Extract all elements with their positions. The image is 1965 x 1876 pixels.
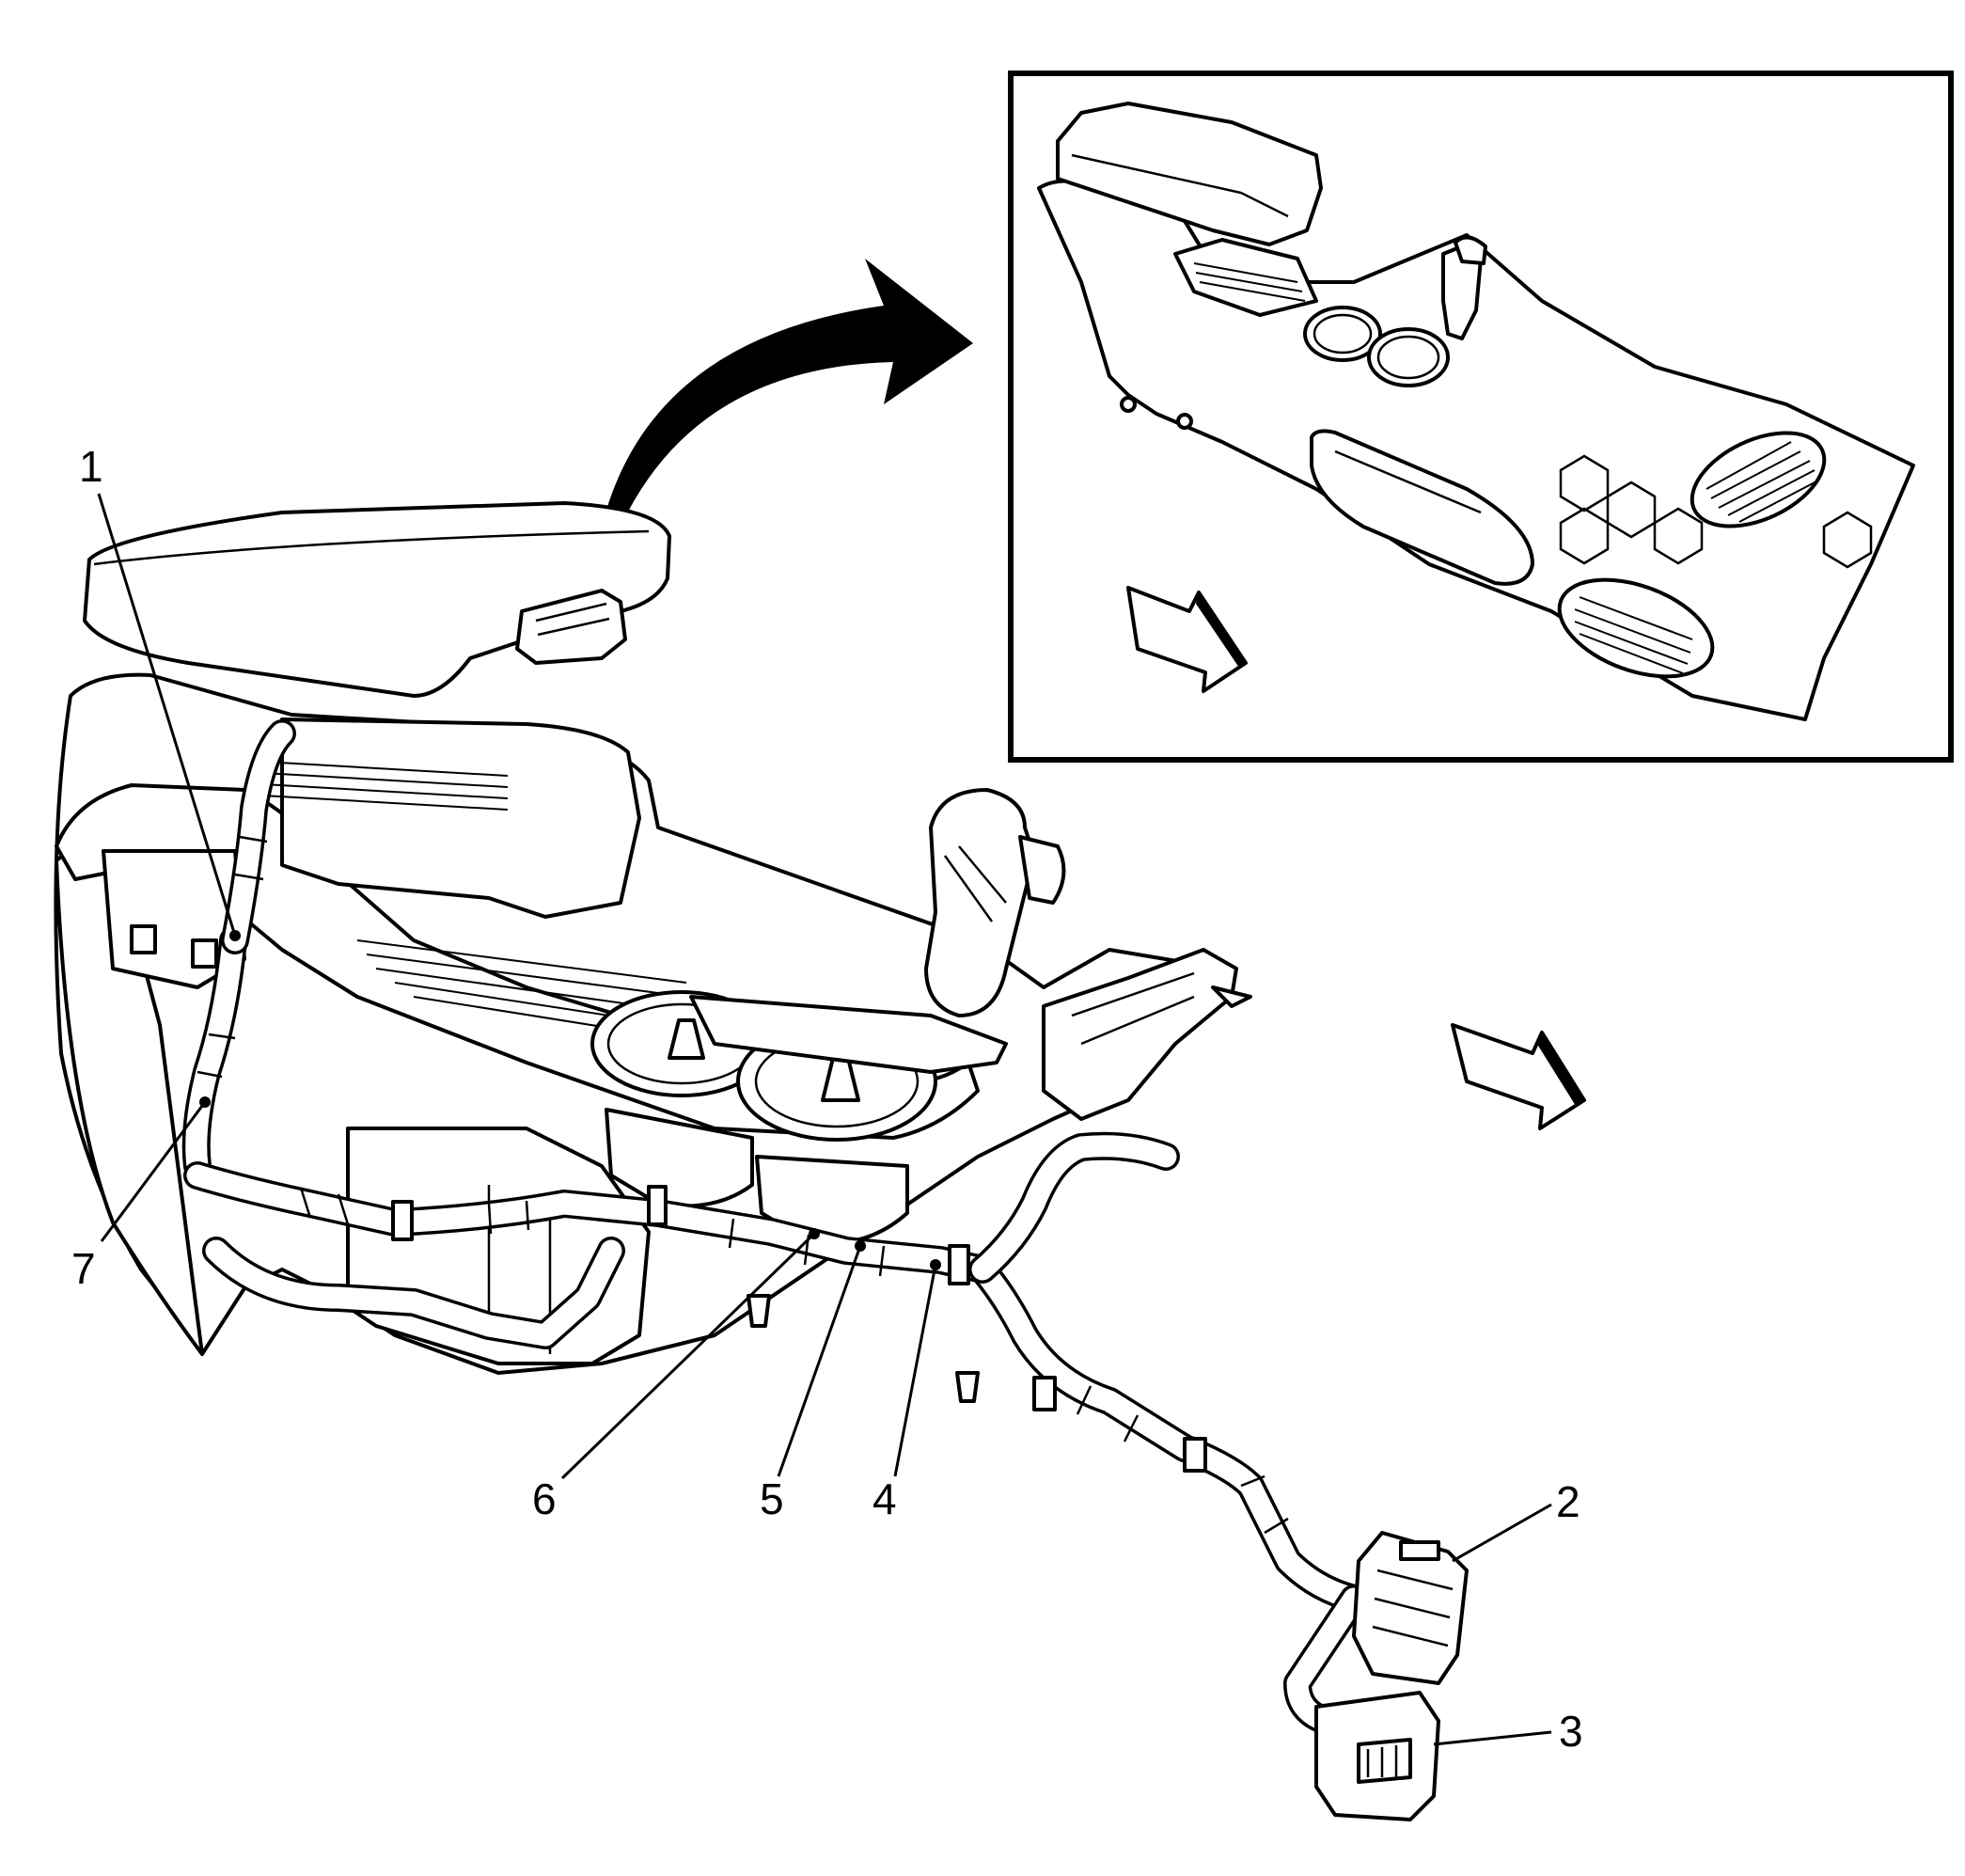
callout-2-leader [1452,1503,1552,1563]
inset-view [1008,71,1954,763]
inset-cupholder-2 [1367,327,1450,387]
callout-7-dot [199,1096,211,1108]
callout-6-dot [809,1228,820,1239]
callout-1-leader [97,493,237,937]
callout-5-leader [777,1245,862,1477]
inset-side-panel-recess [1310,429,1534,586]
callout-3-label: 3 [1559,1707,1583,1756]
harness-tape-bands [196,835,1289,1535]
inset-vent-grille-upper [1706,441,1817,523]
callout-4-dot [930,1259,941,1270]
callout-1-label: 1 [79,442,103,491]
wiring-harness [181,719,1368,1735]
callout-4-leader [893,1264,937,1477]
console-mounting-bracket [1042,948,1238,1121]
callout-6-leader [560,1232,816,1480]
callouts: 1 2 3 4 5 6 7 [71,442,1583,1756]
callout-5-label: 5 [760,1474,784,1523]
callout-1-dot [229,930,241,941]
callout-7-leader [100,1101,207,1242]
shifter-bezel [689,995,1008,1074]
callout-5-dot [855,1240,866,1252]
inset-honeycomb-insulation [1559,454,1873,569]
view-transition-arrow [602,259,973,527]
shift-knob-button [1018,835,1066,905]
inset-armrest-lid [1056,102,1323,246]
callout-2-label: 2 [1556,1477,1580,1526]
callout-3-leader [1433,1730,1552,1746]
console-side-wall [55,844,204,1356]
callout-4-label: 4 [872,1474,897,1523]
callout-6-label: 6 [532,1474,557,1523]
inset-vent-grille-lower [1574,596,1693,674]
storage-bin-mat [262,761,509,811]
shift-knob [924,788,1036,1017]
main-assembly [54,501,1586,1821]
inset-forward-direction-arrow [1126,586,1248,693]
callout-7-label: 7 [71,1244,96,1293]
